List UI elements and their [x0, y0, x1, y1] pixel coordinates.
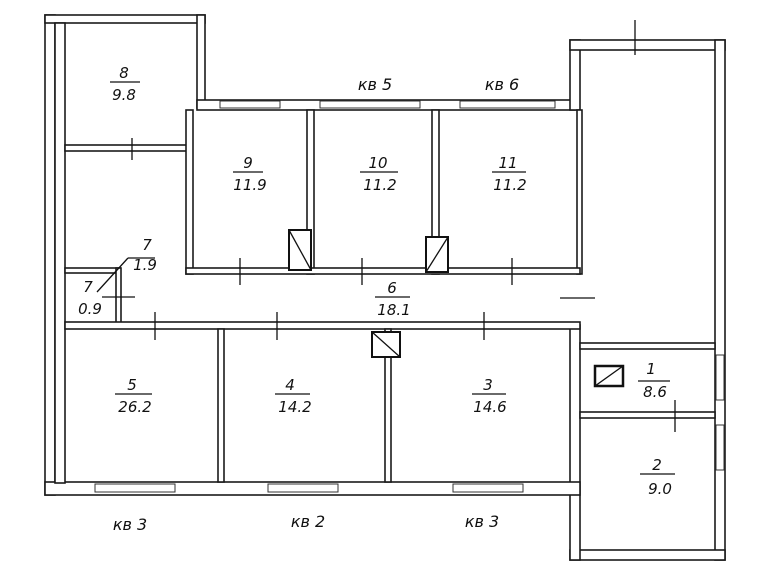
window: [219, 100, 281, 109]
windows: [94, 100, 725, 493]
inner-wall-left: [54, 22, 66, 484]
room-area: 9.8: [112, 86, 136, 104]
room-number: 6: [387, 279, 397, 297]
wall: [384, 328, 392, 483]
room-area: 9.0: [648, 480, 672, 498]
room-4-label: 414.2: [275, 376, 312, 416]
window: [715, 424, 725, 471]
window: [267, 483, 339, 493]
room-number: 8: [119, 64, 129, 82]
window: [94, 483, 176, 493]
room-number: 9: [243, 154, 253, 172]
room-area: 11.9: [233, 176, 266, 194]
wall: [579, 411, 716, 419]
apartment-label: кв 6: [485, 75, 519, 94]
room-9-label: 911.9: [233, 154, 267, 194]
window: [319, 100, 421, 109]
apartment-label: кв 3: [465, 512, 499, 531]
apartment-label: кв 2: [291, 512, 325, 531]
room-number: 1: [646, 360, 656, 378]
room-5-label: 526.2: [115, 376, 152, 416]
room-11-label: 11 11.2: [492, 154, 527, 194]
window: [715, 354, 725, 401]
room-area: 11.2: [493, 176, 526, 194]
wall: [579, 342, 716, 350]
door-ticks: [96, 20, 676, 432]
room-area: 18.1: [377, 301, 410, 319]
room-10-label: 10 11.2: [360, 154, 398, 194]
room-number: 3: [483, 376, 493, 394]
wall: [217, 328, 225, 483]
room-number: 7: [142, 236, 152, 254]
room-number: 11: [498, 154, 517, 172]
room-number: 7: [83, 278, 93, 296]
room-number: 2: [652, 456, 662, 474]
room-number: 10: [368, 154, 387, 172]
wall: [185, 267, 581, 275]
room-area: 26.2: [118, 398, 151, 416]
room-number: 4: [285, 376, 295, 394]
wall: [64, 321, 581, 330]
room-area: 11.2: [363, 176, 396, 194]
window: [459, 100, 556, 109]
room-area: 1.9: [133, 256, 157, 274]
room-area: 0.9: [78, 300, 102, 318]
room-area: 8.6: [643, 383, 667, 401]
room-number: 5: [127, 376, 137, 394]
room-1-label: 18.6: [638, 360, 670, 401]
room-8-label: 89.8: [110, 64, 140, 104]
room-area: 14.2: [278, 398, 311, 416]
room-6-label: 618.1: [375, 279, 411, 319]
room-2-label: 29.0: [640, 456, 675, 498]
room-area: 14.6: [473, 398, 506, 416]
room-7a-label: 71.9: [133, 236, 157, 274]
window: [452, 483, 524, 493]
room-7b-label: 70.9: [78, 278, 102, 318]
apartment-label: кв 3: [113, 515, 147, 534]
apartment-label: кв 5: [358, 75, 392, 94]
ventilation-shafts: [288, 229, 625, 388]
room-3-label: 314.6: [472, 376, 507, 416]
